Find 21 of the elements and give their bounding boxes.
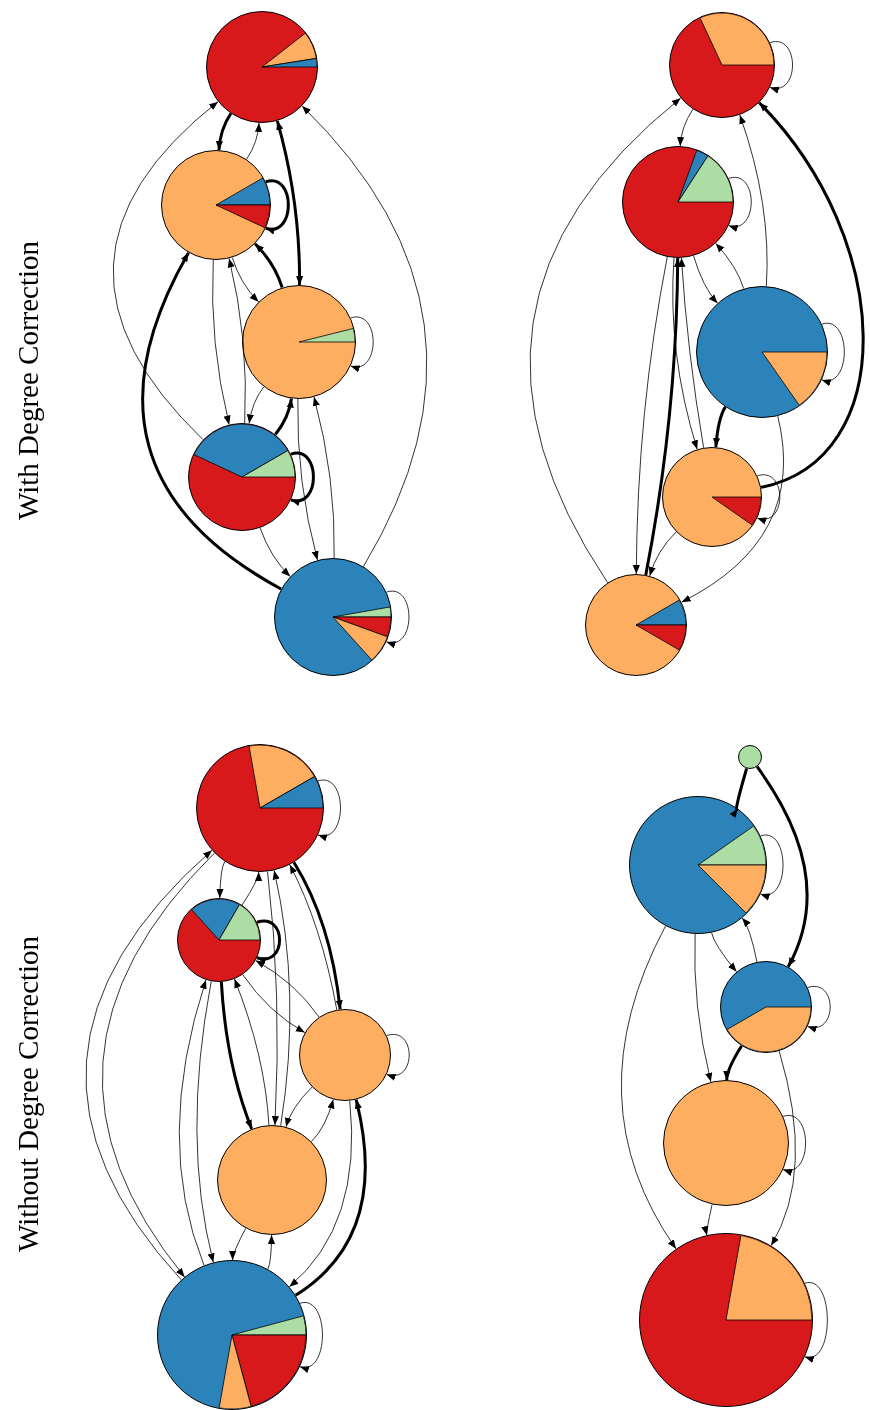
arrow [274,398,294,436]
panel-title: Without Degree Correction [12,935,45,1252]
self-loop-arrow [290,451,315,505]
arrow [758,101,865,489]
pie-chart-node [177,898,261,982]
self-loop-arrow [265,179,290,234]
arrow [729,768,749,818]
self-loop-arrow [256,919,281,963]
pie-chart-node [662,447,762,547]
arrow [644,258,682,576]
arrow [294,1099,367,1297]
arrow [141,251,282,591]
arrow [253,242,284,289]
arrow [216,112,233,151]
arrow [755,765,809,968]
arrow [713,406,727,448]
panel-title: With Degree Correction [12,240,45,520]
pie-chart-node [188,423,296,531]
arrow [723,1045,743,1081]
pie-chart-node [738,745,762,769]
arrow [219,981,254,1130]
